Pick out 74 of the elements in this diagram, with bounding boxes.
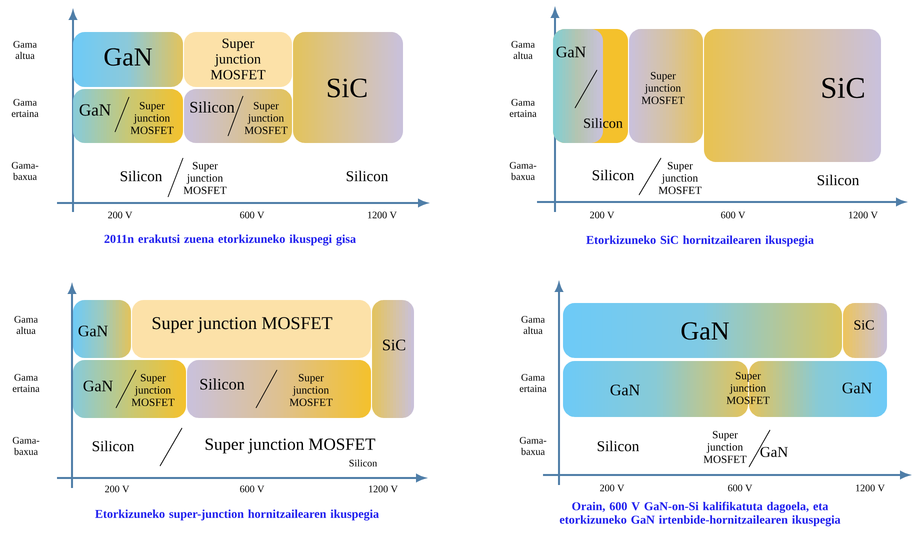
- node-label: Silicon: [200, 378, 244, 390]
- node-label: GaN: [104, 48, 152, 66]
- axis-label: Gama altua: [14, 41, 37, 59]
- axis-label: Gama- baxua: [510, 162, 536, 180]
- node-label: SiC: [328, 78, 366, 98]
- node-label: GaN: [80, 104, 111, 116]
- technology-box: GaN Super junction MOSFET: [73, 360, 186, 418]
- panel-caption: Etorkizuneko super-junction hornitzailearen ikuspegia: [95, 510, 379, 520]
- technology-label: GaN: [760, 446, 788, 458]
- axis-label: Gama ertaina: [12, 374, 40, 392]
- axis-label: Gama ertaina: [510, 99, 536, 117]
- technology-box: SiC: [372, 300, 414, 418]
- technology-box: Super junction MOSFET: [132, 300, 371, 358]
- technology-label: Super junction MOSFET: [206, 438, 376, 454]
- technology-label: Silicon: [346, 170, 388, 182]
- tick-label: 200 V: [590, 212, 614, 218]
- node-label: GaN: [682, 322, 729, 340]
- node-label: Super junction MOSFET: [152, 317, 332, 333]
- tick-label: 1200 V: [856, 484, 885, 492]
- node-label: Super junction MOSFET: [290, 374, 333, 406]
- node-label: Super junction MOSFET: [132, 374, 175, 406]
- technology-box: SiC: [293, 32, 403, 143]
- node-label: GaN: [84, 380, 113, 392]
- technology-box: SiC: [704, 29, 881, 162]
- technology-label: Silicon: [92, 440, 134, 452]
- node-label: SiC: [822, 78, 864, 98]
- axis-label: Gama- baxua: [12, 162, 38, 180]
- node-label: Super junction MOSFET: [130, 102, 174, 134]
- axis-label: Gama ertaina: [520, 374, 546, 392]
- tick-label: 600 V: [240, 486, 264, 492]
- technology-label: Silicon: [598, 440, 640, 452]
- node-label: GaN: [78, 326, 108, 336]
- tick-label: 600 V: [728, 484, 752, 492]
- panel-caption: Orain, 600 V GaN-on-Si kalifikatuta dagoela, eta etorkizuneko GaN irtenbide-hornitzailearen ikuspegia: [560, 502, 840, 526]
- technology-label: Silicon: [592, 170, 634, 180]
- axis-label: Gama altua: [14, 316, 38, 334]
- tick-label: 600 V: [721, 212, 746, 218]
- panel-caption: Etorkizuneko SiC hornitzailearen ikuspegia: [586, 236, 814, 246]
- node-label: Super junction MOSFET: [210, 38, 266, 80]
- technology-box: GaN Super junction MOSFET: [73, 89, 183, 143]
- tick-label: 600 V: [240, 212, 264, 218]
- technology-box: Silicon Super junction MOSFET: [187, 360, 371, 418]
- tick-label: 1200 V: [369, 486, 398, 492]
- technology-label: Super junction MOSFET: [658, 162, 702, 194]
- tick-label: 1200 V: [368, 212, 397, 218]
- node-label: SiC: [383, 340, 406, 350]
- technology-label: Silicon: [350, 459, 378, 467]
- technology-label: Super junction MOSFET: [184, 162, 227, 194]
- tick-label: 200 V: [105, 486, 130, 492]
- technology-box: GaN: [73, 300, 131, 358]
- axis-label: Gama altua: [521, 316, 545, 334]
- technology-box: GaN: [563, 303, 842, 358]
- node-label: SiC: [854, 320, 874, 330]
- node-label: Super junction MOSFET: [244, 102, 288, 134]
- technology-box: Silicon Super junction MOSFET: [184, 89, 292, 143]
- technology-label: Silicon: [120, 170, 162, 182]
- panel-caption: 2011n erakutsi zuena etorkizuneko ikuspegi gisa: [104, 234, 356, 246]
- tick-label: 200 V: [108, 212, 132, 218]
- node-label: GaN: [556, 46, 586, 58]
- technology-box: Super junction MOSFET: [184, 32, 292, 87]
- node-label: Silicon: [190, 101, 234, 113]
- axis-label: Gama altua: [511, 41, 535, 59]
- technology-label: Super junction MOSFET: [704, 430, 747, 463]
- node-label: GaN: [610, 384, 640, 396]
- tick-label: 200 V: [600, 484, 624, 492]
- technology-box: Super junction MOSFET: [629, 29, 703, 143]
- axis-label: Gama- baxua: [520, 437, 546, 455]
- technology-box: SiC: [843, 303, 887, 358]
- technology-box: GaN: [73, 32, 183, 87]
- node-label: Super junction MOSFET: [642, 72, 685, 104]
- tick-label: 1200 V: [849, 212, 878, 218]
- axis-label: Gama ertaina: [12, 99, 38, 117]
- node-label: GaN: [842, 382, 872, 394]
- axis-label: Gama- baxua: [12, 437, 40, 455]
